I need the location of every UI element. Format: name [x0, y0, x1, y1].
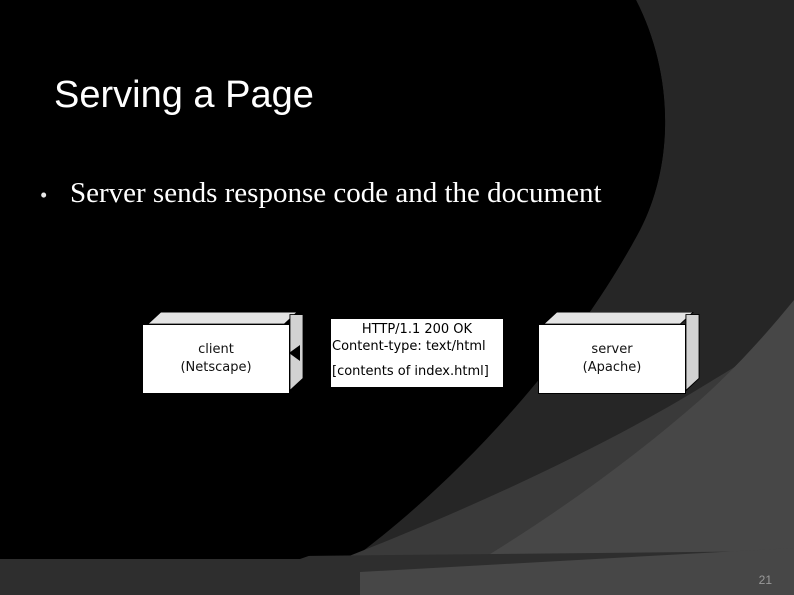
server-box-front-face: server (Apache) [538, 324, 686, 394]
http-response-message-box: HTTP/1.1 200 OK Content-type: text/html … [330, 318, 504, 388]
client-box-front-face: client (Netscape) [142, 324, 290, 394]
bullet-text: Server sends response code and the docum… [70, 177, 602, 209]
client-box: client (Netscape) [142, 312, 304, 394]
server-box-label-line1: server [591, 342, 633, 358]
response-arrow-head [289, 345, 300, 361]
server-box-label-line2: (Apache) [582, 360, 642, 375]
client-box-label-line2: (Netscape) [180, 360, 252, 375]
message-line-4: [contents of index.html] [332, 364, 489, 380]
server-box: server (Apache) [538, 312, 700, 394]
page-number: 21 [758, 573, 772, 587]
bullet-item: • Server sends response code and the doc… [40, 177, 602, 210]
bullet-marker: • [40, 183, 48, 207]
message-line-1: HTTP/1.1 200 OK [361, 322, 473, 337]
message-line-2: Content-type: text/html [332, 338, 486, 354]
client-box-label-line1: client [198, 342, 234, 358]
page-title: Serving a Page [54, 74, 314, 116]
server-box-side-face [685, 314, 700, 392]
